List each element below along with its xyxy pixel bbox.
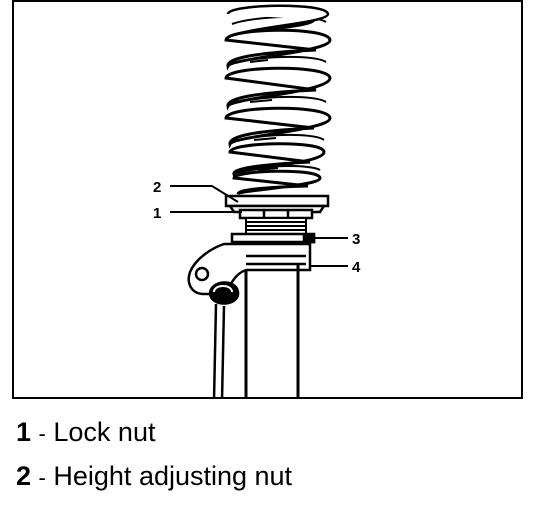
stabilizer-link — [212, 303, 226, 397]
callout-leader-2 — [170, 185, 239, 203]
strut-tube — [244, 264, 300, 397]
callout-leaders — [170, 185, 348, 267]
retaining-ring — [230, 232, 316, 244]
legend-item-lock-nut: 1 - Lock nut — [16, 416, 155, 450]
legend-item-height-adjusting-nut: 2 - Height adjusting nut — [16, 460, 292, 494]
legend-separator: - — [38, 465, 46, 490]
strut-assembly-drawing: 2 1 3 4 — [153, 4, 361, 397]
spring-shading — [249, 59, 291, 189]
strut-diagram-frame: 2 1 3 4 — [12, 0, 523, 399]
callout-label-1: 1 — [153, 205, 161, 222]
legend-text: Height adjusting nut — [53, 461, 293, 491]
spring-perch-bracket — [187, 242, 312, 296]
coil-spring — [224, 4, 332, 196]
legend-text: Lock nut — [53, 417, 156, 447]
lock-nut — [238, 208, 314, 220]
callout-label-2: 2 — [153, 179, 161, 196]
stabilizer-mount — [208, 281, 240, 305]
legend-number: 1 — [16, 417, 32, 447]
legend-number: 2 — [16, 461, 32, 491]
callout-label-3: 3 — [352, 231, 360, 248]
callout-label-4: 4 — [352, 259, 361, 276]
legend-separator: - — [38, 421, 46, 446]
